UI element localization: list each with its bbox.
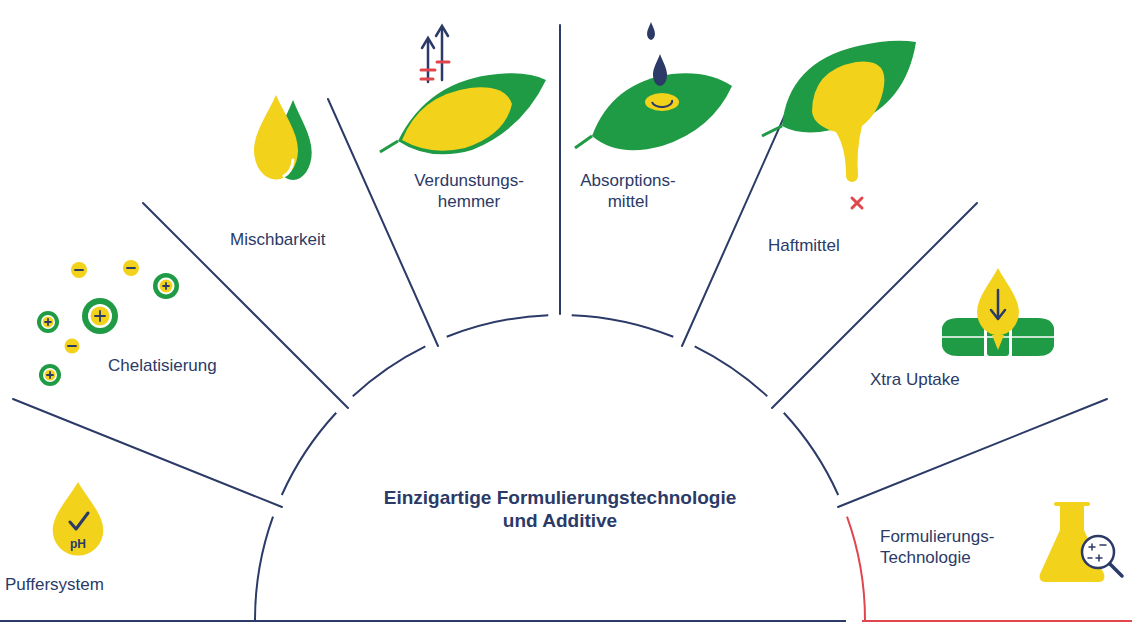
ph-mark: pH: [63, 537, 93, 552]
chelate-ions-icon: [123, 260, 139, 276]
mixing-drops-icon: [284, 160, 293, 176]
segment-label: Xtra Uptake: [870, 370, 1030, 391]
chelate-ions-icon: [65, 339, 80, 354]
flask-magnifier-icon: [1040, 504, 1122, 582]
uptake-cells-icon: [977, 268, 1019, 335]
inner-arc: [447, 315, 549, 337]
absorption-leaf-icon: [575, 136, 592, 148]
flask-magnifier-icon: [1098, 555, 1100, 561]
chelate-ions-icon: [88, 304, 112, 328]
inner-arc: [695, 346, 768, 396]
mixing-drops-icon: [254, 95, 298, 179]
chelate-ions-icon: [43, 368, 57, 382]
chelate-ions-icon: [71, 262, 87, 278]
divider-line: [13, 399, 282, 507]
flask-magnifier-icon: [1088, 544, 1106, 561]
uptake-cells-icon: [991, 290, 1005, 319]
chelate-ions-icon: [153, 273, 179, 299]
mixing-drops-icon: [254, 95, 312, 180]
segment-label: Haftmittel: [768, 236, 898, 257]
uptake-cells-icon: [992, 335, 1004, 350]
adhesion-leaf-icon: [852, 198, 862, 208]
adhesion-leaf-icon: [852, 198, 862, 208]
chelate-ions-icon: [49, 372, 51, 378]
flask-magnifier-icon: [1056, 502, 1088, 506]
chelate-ions-icon: [165, 283, 167, 289]
evaporation-leaf-icon: [427, 40, 430, 82]
segment-label: Puffersystem: [5, 575, 165, 596]
adhesion-leaf-icon: [812, 62, 884, 183]
evaporation-leaf-icon: [421, 78, 433, 81]
chelate-ions-icon: [68, 345, 76, 347]
absorption-leaf-icon: [652, 100, 672, 107]
chelate-ions-icon: [127, 267, 135, 269]
segment-label: Chelatisierung: [108, 356, 278, 377]
uptake-cells-icon: [997, 290, 1000, 318]
segment-label: Formulierungs- Technologie: [880, 527, 1004, 568]
inner-arc: [282, 413, 336, 495]
uptake-cells-icon: [991, 310, 1005, 319]
flask-magnifier-icon: [1100, 544, 1106, 546]
absorption-leaf-icon: [647, 22, 655, 40]
divider-line: [682, 99, 792, 346]
uptake-cells-icon: [942, 268, 1054, 356]
evaporation-leaf-icon: [437, 61, 449, 64]
evaporation-leaf-icon: [380, 26, 546, 154]
flask-magnifier-icon: [1088, 557, 1092, 559]
evaporation-leaf-icon: [422, 38, 434, 48]
chelate-ions-icon: [99, 311, 101, 321]
chelate-ions-icon: [37, 311, 59, 333]
chelate-ions-icon: [41, 315, 55, 329]
chelate-ions-icon: [82, 298, 118, 334]
absorption-leaf-icon: [645, 93, 679, 111]
divider-line: [559, 25, 561, 314]
chelate-ions-icon: [160, 280, 173, 293]
adhesion-leaf-icon: [852, 198, 862, 208]
ph-drop-icon: [53, 482, 104, 556]
flask-magnifier-icon: [1091, 544, 1093, 550]
absorption-leaf-icon: [575, 22, 732, 150]
adhesion-leaf-icon: [762, 126, 782, 136]
flask-magnifier-icon: [1110, 564, 1122, 576]
evaporation-leaf-icon: [441, 28, 444, 80]
evaporation-leaf-icon: [402, 87, 512, 150]
absorption-leaf-icon: [653, 54, 667, 86]
ph-drop-icon: [53, 482, 104, 556]
chelate-ions-icon: [158, 278, 175, 295]
baseline: [0, 620, 1132, 622]
adhesion-leaf-icon: [762, 41, 916, 208]
chelate-ions-icon: [91, 307, 110, 326]
evaporation-leaf-icon: [436, 26, 448, 36]
evaporation-leaf-icon: [421, 62, 449, 79]
ph-drop-icon: [70, 513, 88, 529]
segment-label: Absorptions- mittel: [574, 171, 682, 212]
evaporation-leaf-icon: [422, 26, 448, 82]
diagram-title: Einzigartige Formulierungstechnologie un…: [375, 486, 745, 532]
inner-arc: [255, 315, 838, 620]
baseline: [0, 620, 846, 622]
evaporation-leaf-icon: [380, 141, 398, 152]
evaporation-leaf-icon: [398, 73, 546, 154]
divider-line: [838, 399, 1107, 507]
inner-arc-highlight: [847, 517, 865, 620]
segment-label: Mischbarkeit: [230, 230, 390, 251]
chelate-ions-icon: [47, 319, 49, 325]
divider-line: [13, 25, 1107, 507]
inner-arc: [255, 517, 273, 620]
inner-arc: [784, 413, 838, 495]
evaporation-leaf-icon: [421, 69, 435, 72]
baseline: [862, 620, 1132, 622]
inner-arc: [572, 315, 674, 337]
chelate-ions-icon: [75, 269, 83, 271]
chelate-ions-icon: [39, 364, 61, 386]
inner-arc-highlight: [847, 517, 865, 620]
chelate-ions-icon: [43, 317, 54, 328]
chelate-ions-icon: [45, 370, 56, 381]
inner-arc: [353, 346, 426, 396]
segment-label: Verdunstungs- hemmer: [410, 171, 528, 212]
